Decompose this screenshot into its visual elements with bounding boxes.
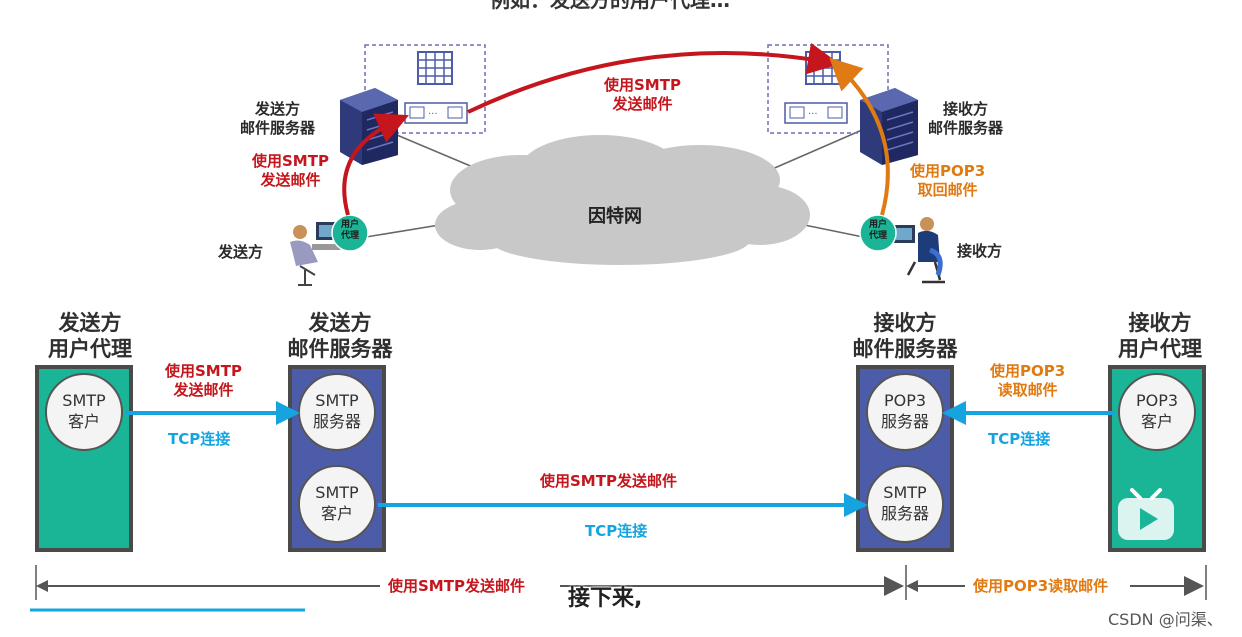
receiver-label: 接收方 (957, 242, 1003, 260)
receiver-server-icon (860, 88, 918, 165)
arrow3-bottom-label: TCP连接 (988, 430, 1051, 448)
sender-mailbox: ··· (364, 44, 486, 134)
pop3-client: POP3 客户 (1118, 373, 1196, 451)
svg-text:···: ··· (428, 109, 438, 120)
sender-ua-badge (331, 214, 369, 252)
network-diagram: ··· ··· (290, 42, 945, 286)
smtp-server-1: SMTP 服务器 (298, 373, 376, 451)
arrow1-bottom-label: TCP连接 (168, 430, 231, 448)
col1-header: 发送方 用户代理 (48, 311, 132, 362)
receiver-server-label: 接收方 邮件服务器 (928, 100, 1004, 137)
pop3-right-label: 使用POP3 取回邮件 (910, 162, 986, 199)
arrow-smtp-left (342, 113, 409, 216)
internet-cloud (435, 135, 810, 265)
sender-label: 发送方 (218, 243, 264, 261)
internet-label: 因特网 (588, 206, 642, 227)
play-icon[interactable] (1112, 482, 1180, 542)
arrow-pop3-right (829, 57, 890, 216)
smtp-left-label: 使用SMTP 发送邮件 (252, 152, 329, 189)
span-right-label: 使用POP3读取邮件 (973, 577, 1109, 595)
video-subtitle: 接下来, (568, 586, 643, 611)
smtp-client-2: SMTP 客户 (298, 465, 376, 543)
sender-server-label: 发送方 邮件服务器 (240, 100, 316, 137)
sender-ua-badge-label: 用户 代理 (340, 220, 359, 242)
col2-header: 发送方 邮件服务器 (287, 311, 393, 362)
receiver-ua-badge (859, 214, 897, 252)
arrow2-bottom-label: TCP连接 (585, 522, 648, 540)
svg-text:···: ··· (808, 109, 818, 120)
receiver-ua-badge-label: 用户 代理 (868, 220, 887, 242)
smtp-server-2: SMTP 服务器 (866, 465, 944, 543)
arrow1-top-label: 使用SMTP 发送邮件 (165, 362, 242, 399)
watermark: CSDN @问渠、 (1108, 610, 1223, 629)
smtp-client-1: SMTP 客户 (45, 373, 123, 451)
arrow-smtp-top (467, 42, 840, 114)
arrow2-top-label: 使用SMTP发送邮件 (540, 472, 677, 490)
page-title: 例如：发送方的用户代理… (490, 0, 730, 12)
smtp-top-label: 使用SMTP 发送邮件 (604, 76, 681, 113)
span-left-label: 使用SMTP发送邮件 (388, 577, 525, 595)
col4-header: 接收方 用户代理 (1118, 311, 1202, 362)
col3-header: 接收方 邮件服务器 (852, 311, 958, 362)
receiver-person-icon (893, 217, 945, 284)
arrow3-top-label: 使用POP3 读取邮件 (990, 362, 1066, 399)
